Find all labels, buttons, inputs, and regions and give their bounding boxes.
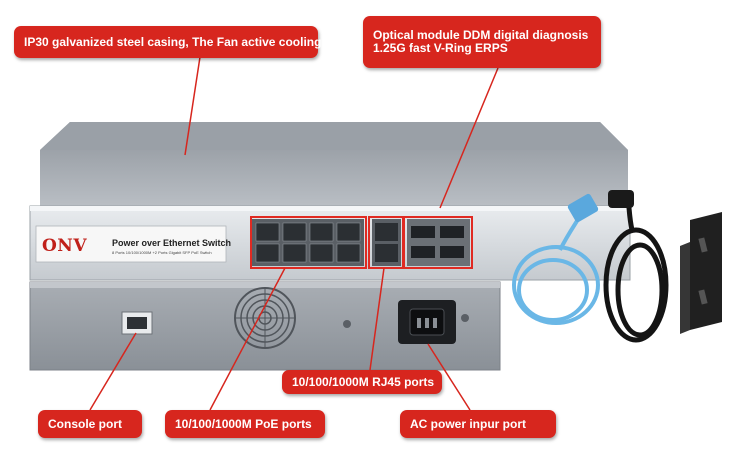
callout-ac: AC power inpur port — [400, 410, 556, 438]
fan-grille-icon — [234, 287, 296, 349]
callout-rj45-text: 10/100/1000M RJ45 ports — [292, 375, 435, 389]
screw-icon — [461, 314, 469, 322]
brand-logo: ONV — [42, 236, 88, 256]
switch-top-face — [40, 122, 628, 206]
console-cable-connector — [567, 193, 599, 223]
callout-optical-line1: Optical module DDM digital diagnosis — [373, 28, 589, 42]
callout-poe-text: 10/100/1000M PoE ports — [175, 417, 312, 431]
callout-casing: IP30 galvanized steel casing, The Fan ac… — [14, 26, 322, 58]
sfp-ports-highlight — [403, 216, 473, 269]
device-subtitle: 8 Ports 10/100/1000M +2 Ports Gigabit SF… — [112, 250, 212, 255]
screw-icon — [343, 320, 351, 328]
poe-port-block — [252, 219, 364, 266]
callout-optical: Optical module DDM digital diagnosis 1.2… — [363, 16, 601, 68]
callout-ac-text: AC power inpur port — [410, 417, 526, 431]
callout-poe: 10/100/1000M PoE ports — [165, 410, 325, 438]
callout-console-text: Console port — [48, 417, 122, 431]
callout-rj45: 10/100/1000M RJ45 ports — [282, 370, 442, 394]
rj45-port-block — [372, 219, 401, 266]
device-title: Power over Ethernet Switch — [112, 238, 232, 248]
callout-casing-text: IP30 galvanized steel casing, The Fan ac… — [24, 35, 322, 49]
sfp-port-block — [407, 219, 470, 266]
console-port-icon — [121, 311, 153, 335]
callout-optical-line2: 1.25G fast V-Ring ERPS — [373, 41, 508, 55]
callout-console: Console port — [38, 410, 142, 438]
power-plug — [608, 190, 634, 208]
poe-ports-highlight — [250, 216, 367, 269]
ac-power-socket-icon — [398, 300, 456, 344]
leader-lines — [89, 56, 499, 411]
brand-strip — [35, 225, 227, 263]
mounting-bracket — [680, 212, 722, 334]
